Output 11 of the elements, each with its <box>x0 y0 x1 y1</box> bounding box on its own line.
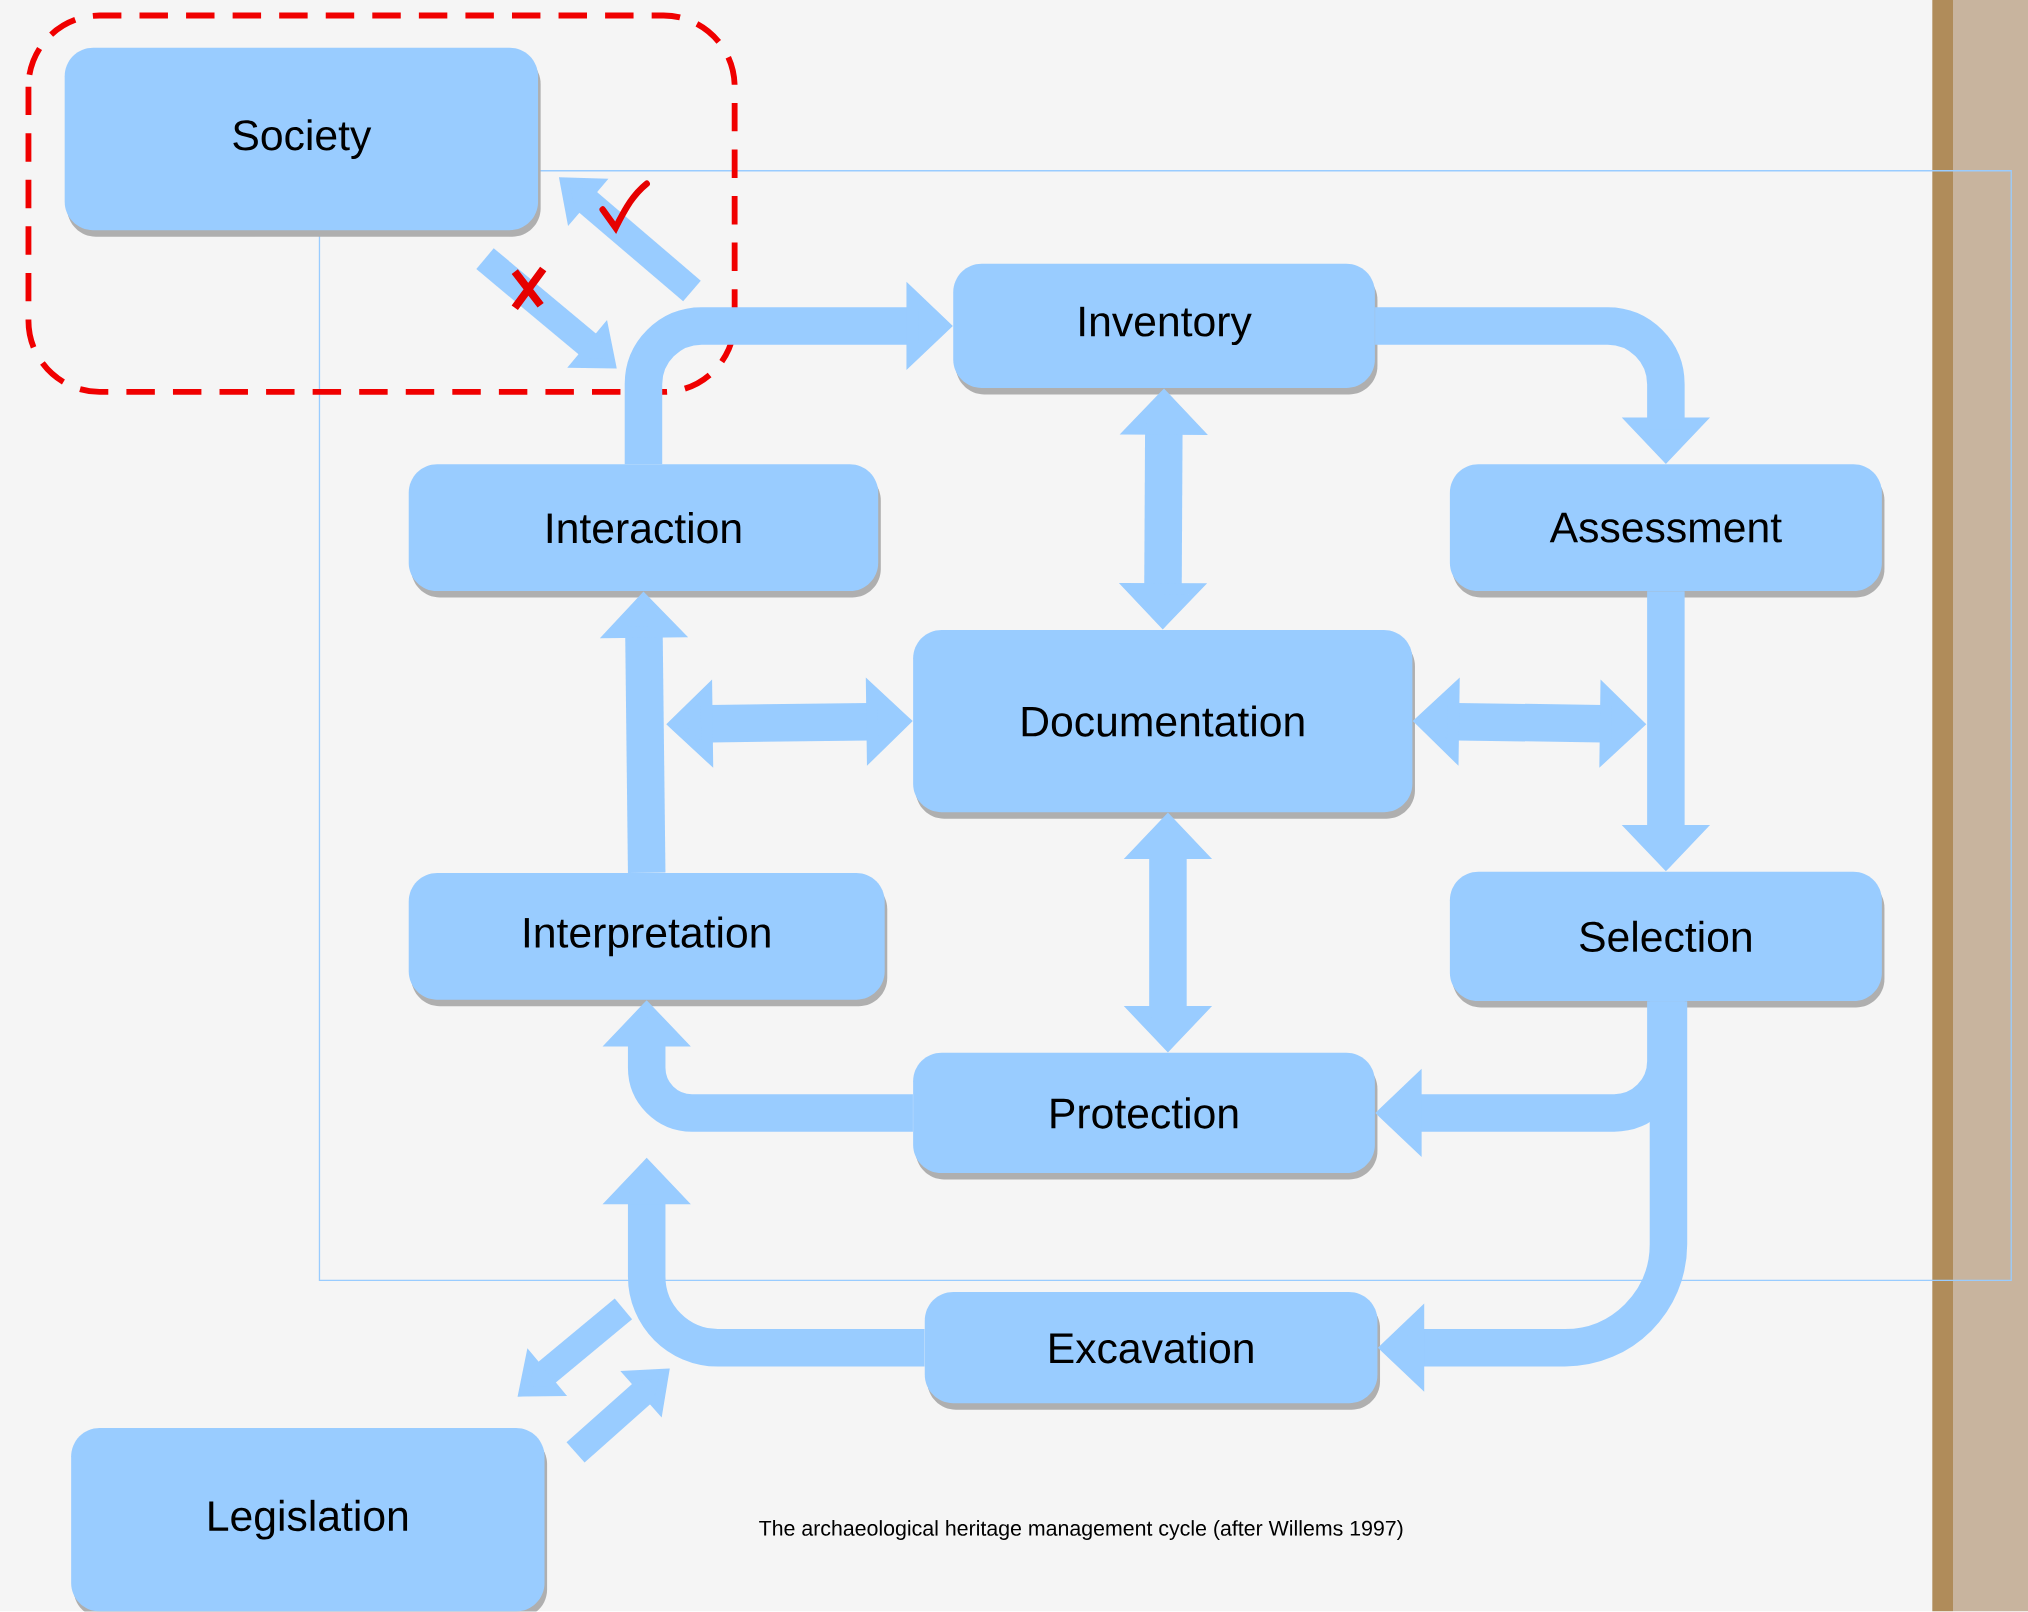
process-box: Inventory <box>953 264 1378 395</box>
process-box: Documentation <box>913 630 1415 819</box>
caption: The archaeological heritage management cycle (after Willems 1997) <box>759 1520 1403 1541</box>
process-box: Assessment <box>1449 464 1885 598</box>
process-box: Interpretation <box>408 873 888 1007</box>
process-box: Legislation <box>71 1428 548 1612</box>
process-box: Excavation <box>924 1292 1381 1410</box>
process-box: Protection <box>913 1053 1378 1180</box>
process-box: Selection <box>1449 871 1885 1008</box>
process-box: Interaction <box>408 464 881 598</box>
process-box: Society <box>64 48 541 237</box>
